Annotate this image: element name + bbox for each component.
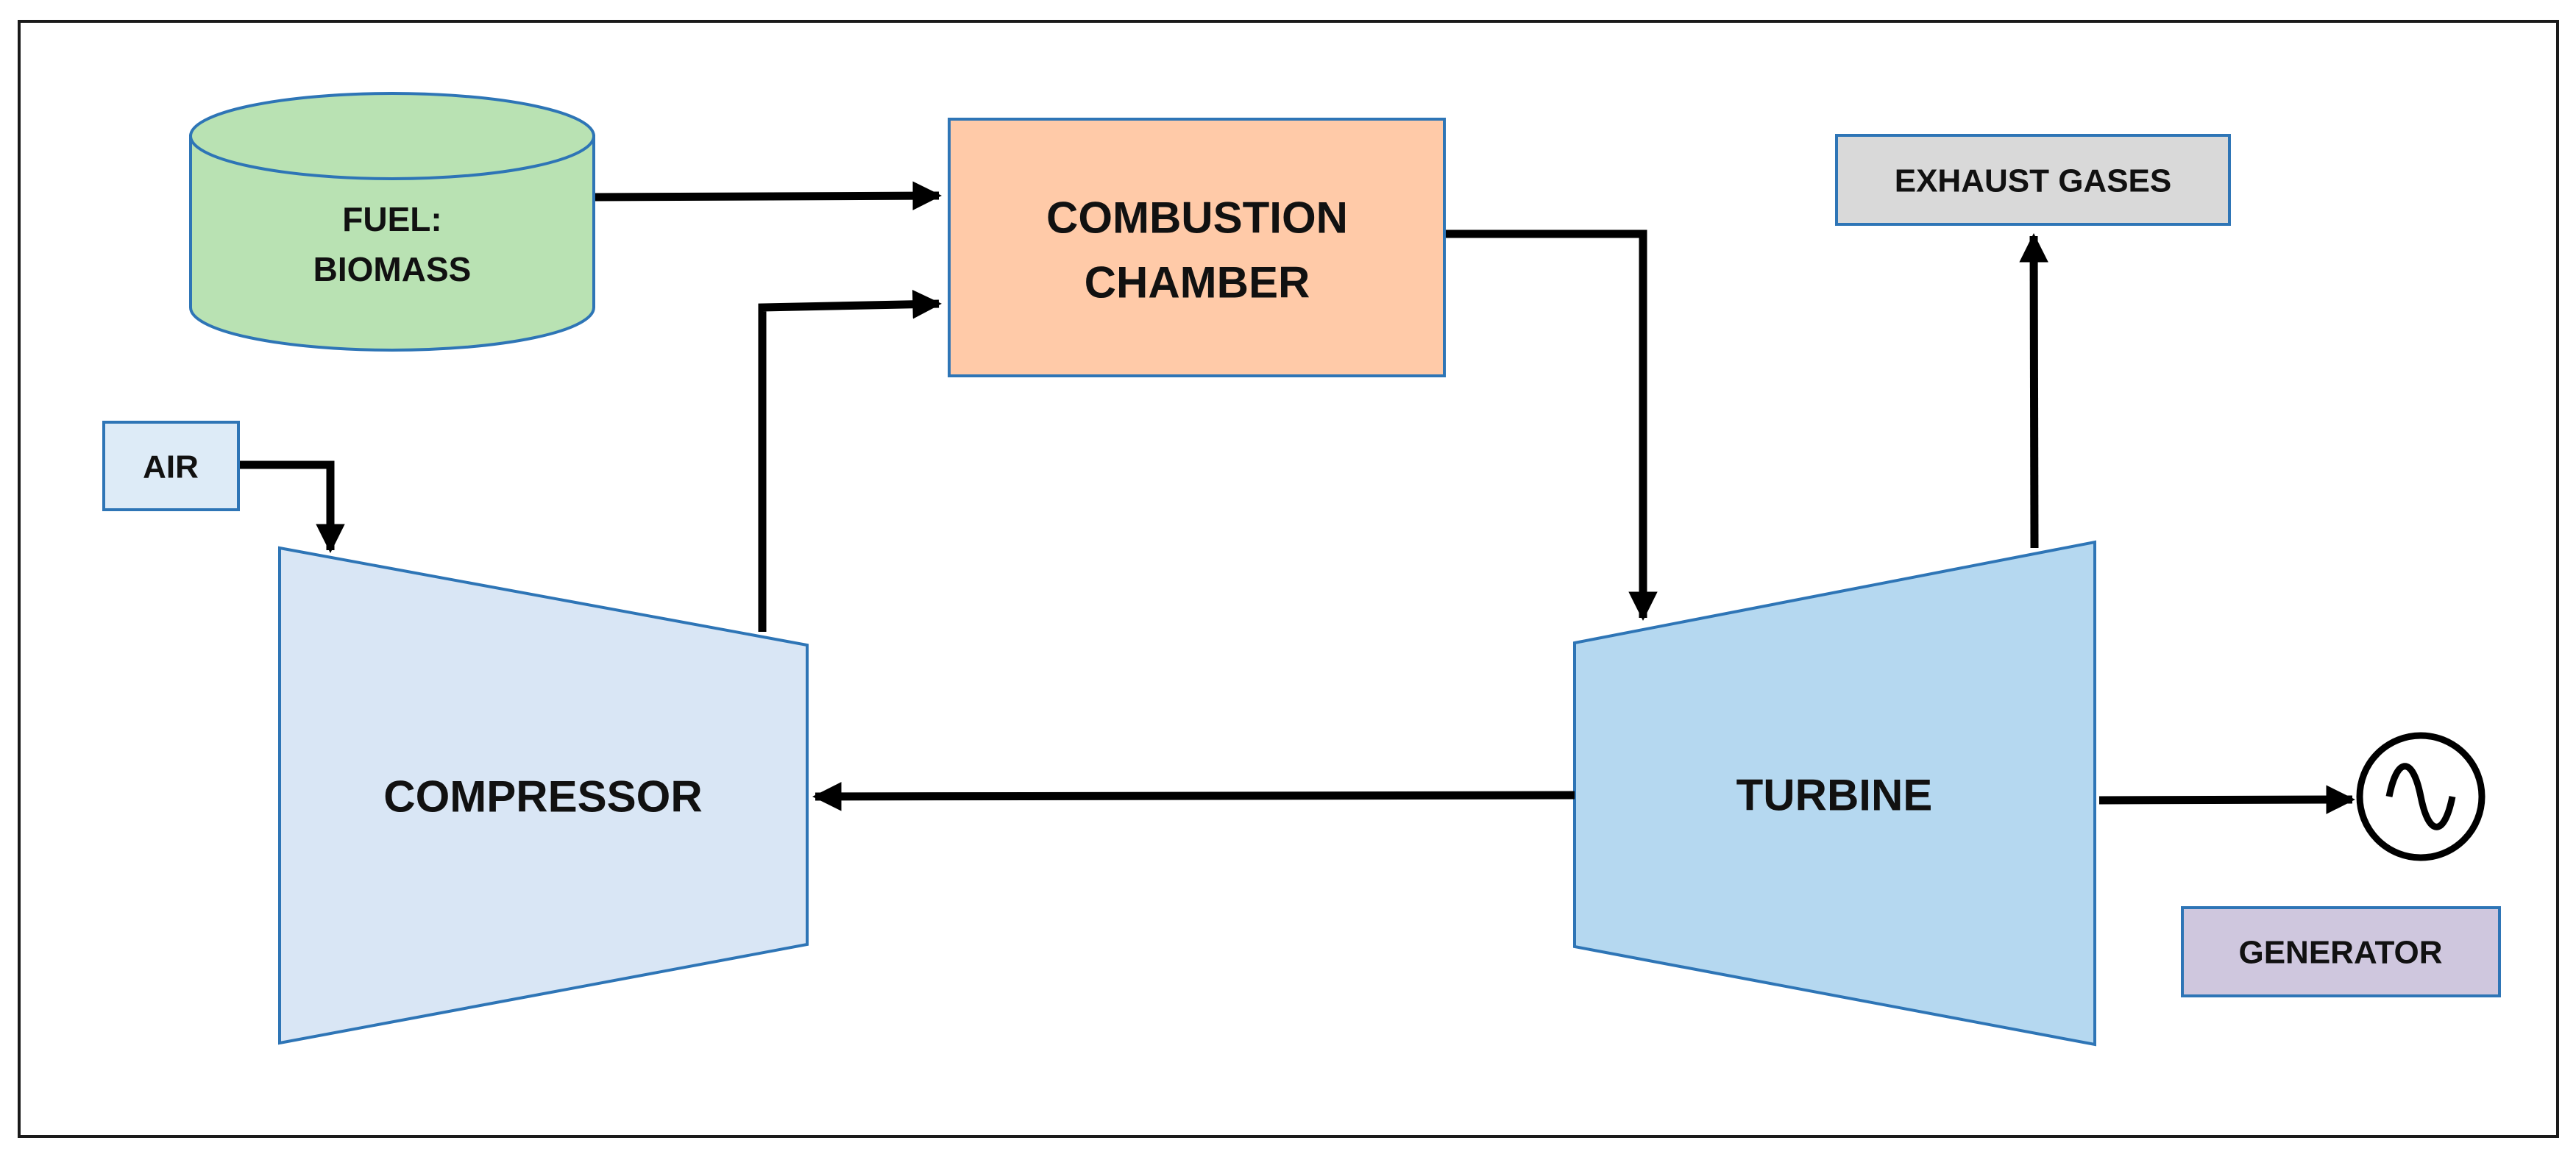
air-inlet: AIR	[102, 421, 240, 511]
generator: GENERATOR	[2181, 906, 2501, 997]
combustion-chamber-label-line2: CHAMBER	[1085, 258, 1310, 307]
arrow-fuel-to-combustion	[595, 181, 942, 210]
fuel-label-line2: BIOMASS	[313, 250, 472, 288]
combustion-chamber: COMBUSTION CHAMBER	[948, 118, 1446, 377]
turbine: TURBINE	[1573, 540, 2096, 1047]
compressor-label: COMPRESSOR	[383, 772, 702, 822]
alternating-current-icon	[2385, 763, 2456, 830]
fuel-label-line1: FUEL:	[342, 200, 441, 238]
arrow-compressor-to-combustion	[758, 289, 942, 632]
arrow-turbine-shaft-to-compressor	[812, 782, 1575, 811]
air-box	[102, 421, 240, 511]
air-label: AIR	[143, 449, 199, 485]
arrow-combustion-to-turbine	[1446, 229, 1658, 621]
generator-label: GENERATOR	[2238, 935, 2442, 971]
exhaust-gases-label: EXHAUST GASES	[1895, 163, 2172, 199]
fuel-tank-body	[189, 135, 595, 352]
compressor-shape	[278, 546, 809, 1045]
generator-box	[2181, 906, 2501, 997]
compressor: COMPRESSOR	[278, 546, 809, 1045]
exhaust-gases: EXHAUST GASES	[1835, 134, 2231, 226]
combustion-chamber-label-line1: COMBUSTION	[1046, 193, 1348, 243]
combustion-chamber-box	[948, 118, 1446, 377]
generator-symbol	[2356, 732, 2485, 861]
exhaust-gases-box	[1835, 134, 2231, 226]
turbine-label: TURBINE	[1736, 771, 1933, 820]
arrow-air-to-compressor	[240, 460, 345, 553]
fuel-tank-top	[189, 92, 595, 180]
turbine-shape	[1573, 540, 2096, 1047]
fuel-biomass-tank: FUEL: BIOMASS	[189, 92, 595, 352]
